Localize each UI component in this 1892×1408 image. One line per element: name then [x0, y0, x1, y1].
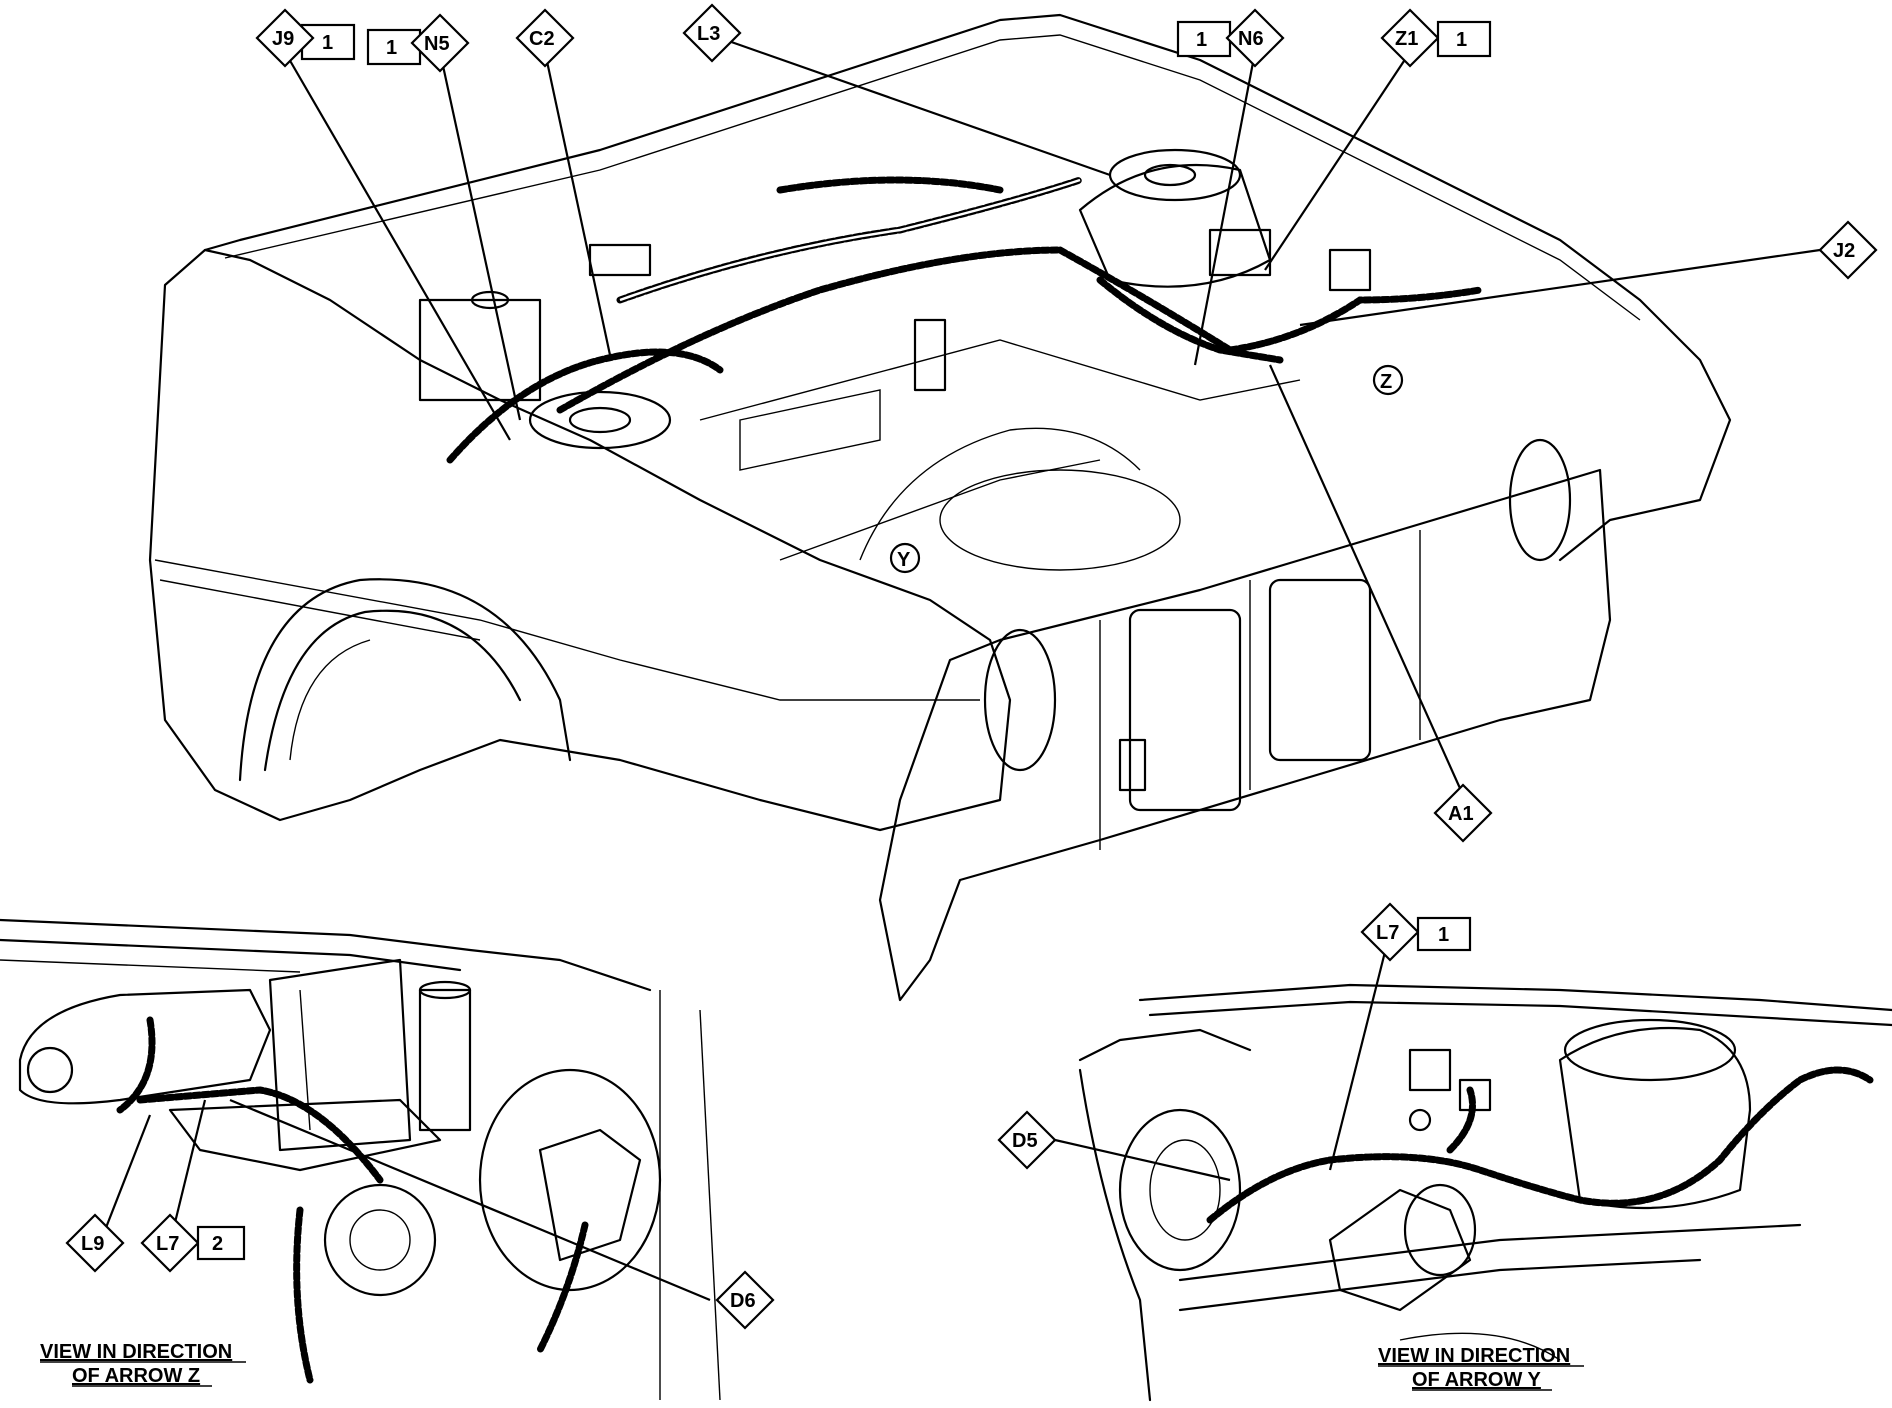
svg-text:D5: D5: [1012, 1130, 1038, 1152]
wheel-arch: [238, 578, 572, 782]
svg-text:L7: L7: [156, 1233, 179, 1255]
inset-z-module: [268, 958, 412, 1152]
inset-y-harness: [1206, 1066, 1874, 1224]
headlamp-opening-left: [1128, 608, 1242, 812]
inset-z-callout-l7: L7 2: [140, 1213, 246, 1273]
svg-text:1: 1: [322, 32, 333, 54]
svg-text:A1: A1: [1448, 803, 1474, 825]
svg-text:J9: J9: [272, 28, 294, 50]
inset-y-callout-d5: D5: [997, 1110, 1057, 1170]
main-vehicle-view: Z Y: [148, 13, 1732, 1002]
main-harness: [446, 176, 1484, 464]
svg-text:L3: L3: [697, 23, 720, 45]
battery: [418, 298, 542, 402]
callout-j2: J2: [1818, 220, 1878, 280]
cowl-top: [203, 13, 1732, 562]
left-fender: [148, 248, 1012, 832]
connector-block: [1328, 248, 1372, 292]
inset-y-caption-line2: OF ARROW Y: [1412, 1369, 1542, 1391]
inset-y-canister: [1328, 1188, 1472, 1312]
callout-a1: A1: [1433, 783, 1493, 843]
main-leaders: [284, 36, 1821, 796]
svg-text:C2: C2: [529, 28, 555, 50]
svg-text:1: 1: [1438, 924, 1449, 946]
inset-y-view: L7 1 D5 VIEW IN DIRECTION OF ARROW Y: [997, 902, 1892, 1402]
callout-n6: 1 N6: [1176, 8, 1285, 68]
svg-text:L9: L9: [81, 1233, 104, 1255]
svg-text:1: 1: [1456, 29, 1467, 51]
svg-text:Z: Z: [1380, 371, 1392, 393]
inset-z-lamp-housing: [18, 988, 272, 1105]
inset-z-callout-l9: L9: [65, 1213, 125, 1273]
callout-l3: L3: [682, 3, 742, 63]
svg-text:1: 1: [1196, 29, 1207, 51]
svg-text:1: 1: [386, 37, 397, 59]
svg-text:J2: J2: [1833, 240, 1855, 262]
arrow-y: Y: [889, 542, 921, 574]
fluid-reservoir: [588, 243, 652, 277]
inset-y-caption-line1: VIEW IN DIRECTION: [1378, 1345, 1570, 1367]
inset-z-callout-d6: D6: [715, 1270, 775, 1330]
svg-text:Y: Y: [897, 549, 911, 571]
arrow-z: Z: [1372, 364, 1404, 396]
inset-y-strut-tower: [1558, 1026, 1752, 1210]
svg-text:N5: N5: [424, 33, 450, 55]
svg-text:2: 2: [212, 1233, 223, 1255]
inset-y-apron: [1078, 1068, 1152, 1402]
inset-z-caption-line1: VIEW IN DIRECTION: [40, 1341, 232, 1363]
front-support: [878, 468, 1612, 1002]
inset-z-view: L9 L7 2 D6 VIEW IN DIRECTION OF ARROW Z: [0, 918, 775, 1401]
callout-z1: Z1 1: [1380, 8, 1492, 68]
inset-z-harness: [116, 1016, 589, 1384]
headlamp-opening-right: [1268, 578, 1372, 762]
callout-j9: 1 J9: [255, 8, 356, 68]
svg-text:Z1: Z1: [1395, 28, 1418, 50]
inset-z-horn: [323, 1183, 437, 1297]
body-slot: [913, 318, 947, 392]
svg-text:D6: D6: [730, 1290, 756, 1312]
relay-box: [1208, 228, 1272, 277]
svg-text:N6: N6: [1238, 28, 1264, 50]
callout-n5: 1 N5: [366, 13, 470, 73]
inset-y-lamp-opening: [1118, 1108, 1242, 1272]
strut-tower-right: [1078, 164, 1272, 288]
inset-y-callout-l7: L7 1: [1360, 902, 1472, 962]
svg-text:L7: L7: [1376, 922, 1399, 944]
callout-c2: C2: [515, 8, 575, 68]
inset-z-caption-line2: OF ARROW Z: [72, 1365, 200, 1387]
shock-tower-left: [528, 390, 672, 450]
